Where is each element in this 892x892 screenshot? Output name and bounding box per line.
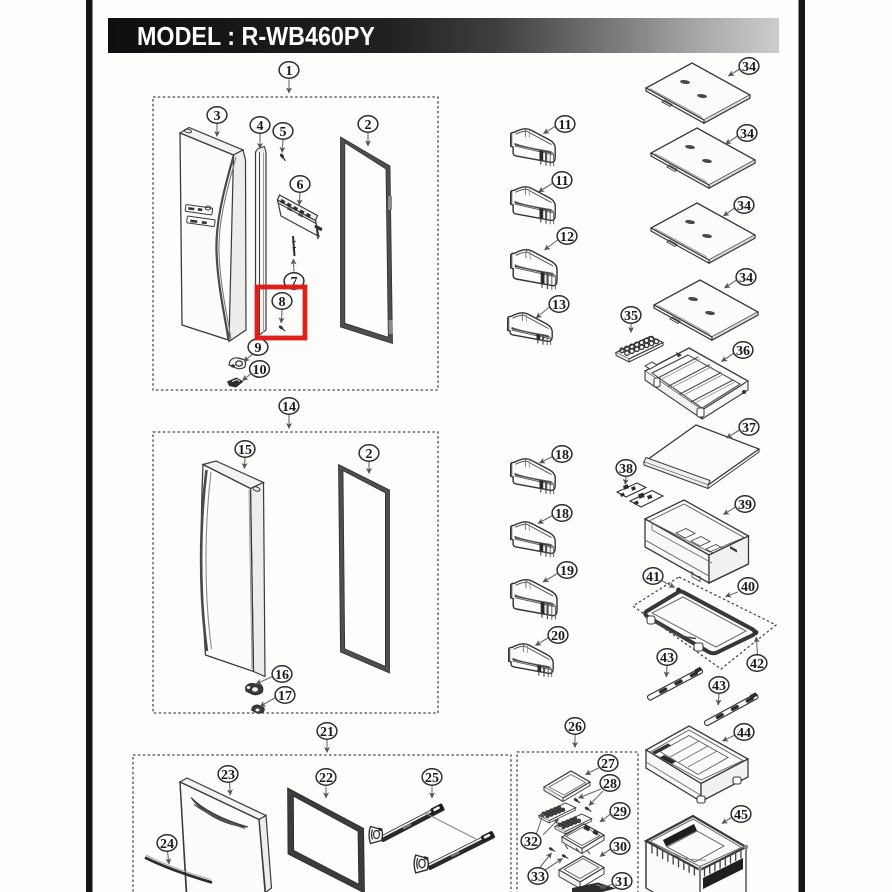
svg-text:40: 40 [741,580,755,595]
svg-text:37: 37 [742,421,756,436]
svg-text:30: 30 [613,840,627,855]
svg-text:17: 17 [278,689,292,704]
svg-text:27: 27 [601,757,615,772]
svg-text:35: 35 [624,309,638,324]
svg-text:13: 13 [552,298,566,313]
svg-text:11: 11 [558,118,571,133]
svg-text:34: 34 [742,60,756,75]
svg-text:31: 31 [615,875,629,890]
svg-text:7: 7 [291,275,298,290]
svg-text:2: 2 [365,118,372,133]
svg-text:43: 43 [712,679,726,694]
svg-text:34: 34 [737,199,751,214]
svg-text:44: 44 [737,726,751,741]
svg-text:32: 32 [524,835,538,850]
svg-text:9: 9 [255,341,262,356]
svg-text:39: 39 [738,498,752,513]
svg-text:14: 14 [282,400,296,415]
svg-text:11: 11 [555,174,568,189]
svg-text:20: 20 [551,629,565,644]
svg-text:3: 3 [214,109,221,124]
svg-text:38: 38 [619,462,633,477]
svg-text:42: 42 [750,657,764,672]
svg-text:15: 15 [238,443,252,458]
svg-text:23: 23 [221,768,235,783]
svg-text:18: 18 [555,507,569,522]
svg-text:8: 8 [279,295,286,310]
svg-text:6: 6 [297,178,304,193]
svg-text:19: 19 [560,564,574,579]
svg-text:41: 41 [646,570,660,585]
svg-text:5: 5 [280,125,287,140]
svg-text:MODEL : R-WB460PY: MODEL : R-WB460PY [137,21,375,51]
svg-text:10: 10 [253,363,267,378]
svg-text:29: 29 [613,805,627,820]
svg-text:33: 33 [531,870,545,885]
svg-text:4: 4 [257,119,264,134]
svg-text:22: 22 [319,771,333,786]
svg-text:12: 12 [560,230,574,245]
svg-text:21: 21 [320,725,334,740]
svg-text:26: 26 [568,720,582,735]
svg-text:28: 28 [603,777,617,792]
svg-text:45: 45 [734,808,748,823]
svg-text:43: 43 [660,651,674,666]
svg-text:1: 1 [286,64,293,79]
svg-text:2: 2 [366,447,373,462]
svg-text:34: 34 [740,127,754,142]
svg-text:34: 34 [739,271,753,286]
svg-text:36: 36 [736,344,750,359]
svg-text:25: 25 [425,771,439,786]
svg-text:24: 24 [160,837,174,852]
svg-text:18: 18 [555,448,569,463]
svg-text:16: 16 [275,668,289,683]
